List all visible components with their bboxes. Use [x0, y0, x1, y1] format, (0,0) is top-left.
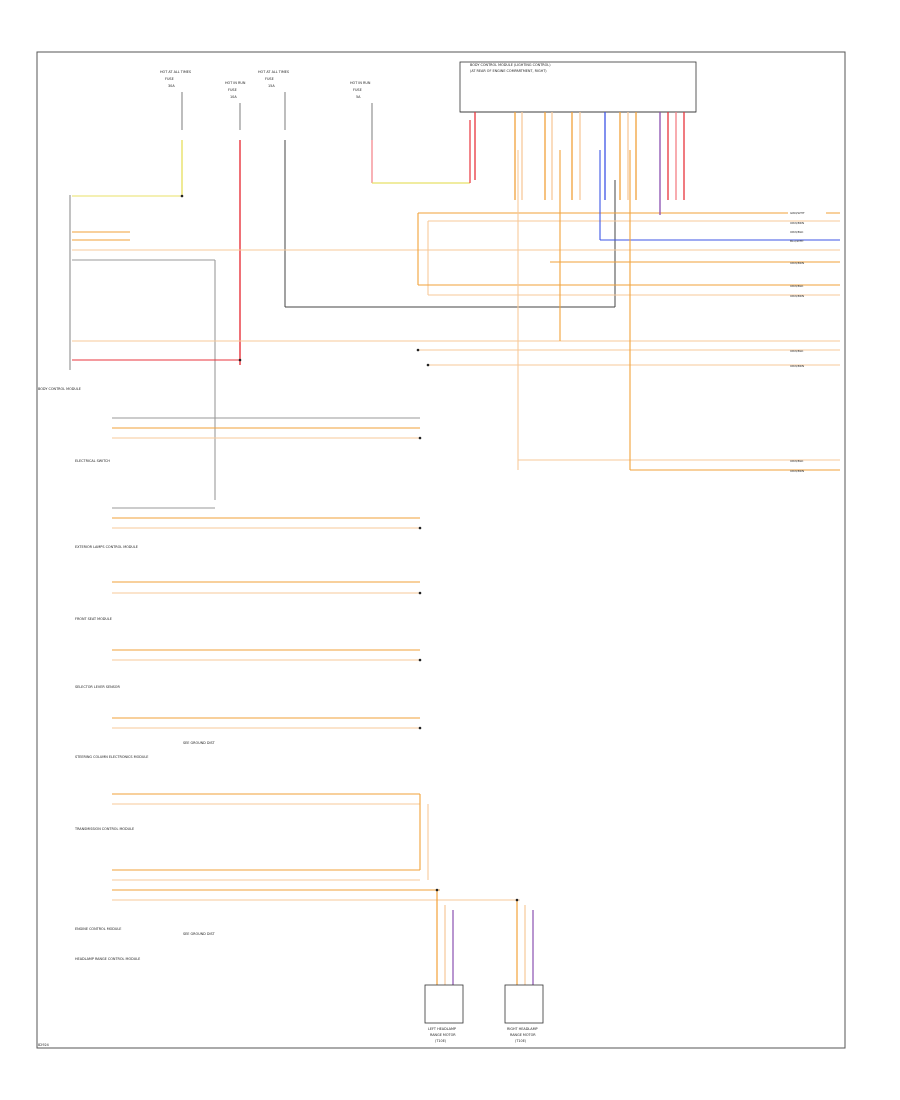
- bcm-header-line2: (AT REAR OF ENGINE COMPARTMENT, RIGHT): [470, 69, 547, 73]
- fuse1-line2: FUSE: [165, 77, 174, 81]
- right-label-0: GRN/WHT: [790, 211, 805, 215]
- right-label-3: BLU/WHT: [790, 239, 804, 243]
- component-5: TRANSMISSION CONTROL MODULE: [74, 827, 134, 831]
- fuse-module-2: HOT IN RUN FUSE 10A: [225, 81, 246, 365]
- fuse3-line2: FUSE: [265, 77, 274, 81]
- fuse3-line3: 15A: [268, 84, 275, 88]
- right-label-7: ORN/BLK: [790, 349, 804, 353]
- fuse3-line1: HOT AT ALL TIMES: [258, 70, 289, 74]
- fuse1-line1: HOT AT ALL TIMES: [160, 70, 191, 74]
- fuse-module-4: HOT IN RUN FUSE 5A: [350, 81, 471, 184]
- fuse2-line1: HOT IN RUN: [225, 81, 246, 85]
- left-headlamp-motor: LEFT HEADLAMP RANGE MOTOR (T10E): [424, 890, 464, 1043]
- bcm-left-connector: BODY CONTROL MODULE: [38, 195, 81, 391]
- fuse4-line1: HOT IN RUN: [350, 81, 371, 85]
- right-label-2: ORN/BLK: [790, 230, 804, 234]
- fuse2-line3: 10A: [230, 95, 237, 99]
- bcm-left-label: BODY CONTROL MODULE: [38, 387, 81, 391]
- right-motor-line2: RANGE MOTOR: [510, 1033, 536, 1037]
- right-edge-labels: GRN/WHT ORN/BRN ORN/BLK BLU/WHT ORN/BRN …: [788, 209, 826, 473]
- right-label-5: ORN/BLK: [790, 284, 804, 288]
- fuse4-line2: FUSE: [353, 88, 362, 92]
- bcm-header-line1: BODY CONTROL MODULE (LIGHTING CONTROL): [470, 63, 551, 67]
- right-motor-line1: RIGHT HEADLAMP: [507, 1027, 538, 1031]
- component-6: ENGINE CONTROL MODULE: [75, 927, 121, 931]
- component-3: SELECTOR LEVER SENSOR: [75, 685, 120, 689]
- frame-id: 82924: [38, 1043, 49, 1047]
- right-label-10: ORN/BRN: [790, 469, 804, 473]
- component-0: ELECTRICAL SWITCH: [75, 459, 110, 463]
- left-motor-line2: RANGE MOTOR: [430, 1033, 456, 1037]
- right-headlamp-motor: RIGHT HEADLAMP RANGE MOTOR (T10E): [504, 900, 544, 1043]
- bcm-header-connector: BODY CONTROL MODULE (LIGHTING CONTROL) (…: [459, 61, 697, 113]
- fuse-module-1: HOT AT ALL TIMES FUSE 30A: [160, 70, 191, 195]
- horizontal-wires: [72, 150, 840, 500]
- fuse1-line3: 30A: [168, 84, 175, 88]
- fuse2-line2: FUSE: [228, 88, 237, 92]
- component-labels: ELECTRICAL SWITCH EXTERIOR LAMPS CONTROL…: [74, 459, 148, 961]
- component-4: STEERING COLUMN ELECTRONICS MODULE: [75, 755, 148, 759]
- component-7: HEADLAMP RANGE CONTROL MODULE: [75, 957, 140, 961]
- splice-note-a: SEE GROUND DIST: [183, 741, 216, 745]
- splice-note-b: SEE GROUND DIST: [183, 932, 216, 936]
- fuse4-line3: 5A: [356, 95, 361, 99]
- right-label-6: ORN/BRN: [790, 294, 804, 298]
- right-label-9: ORN/BLK: [790, 459, 804, 463]
- right-label-4: ORN/BRN: [790, 261, 804, 265]
- right-label-1: ORN/BRN: [790, 221, 804, 225]
- junction-dots: [180, 194, 519, 902]
- component-2: FRONT SEAT MODULE: [75, 617, 112, 621]
- right-motor-line3: (T10E): [515, 1039, 527, 1043]
- left-motor-line1: LEFT HEADLAMP: [428, 1027, 456, 1031]
- left-motor-line3: (T10E): [435, 1039, 447, 1043]
- diagram-frame: [36, 51, 846, 1049]
- bcm-header-pins: [474, 112, 685, 215]
- component-wires: [112, 417, 520, 901]
- right-label-8: ORN/BRN: [790, 364, 804, 368]
- component-1: EXTERIOR LAMPS CONTROL MODULE: [75, 545, 138, 549]
